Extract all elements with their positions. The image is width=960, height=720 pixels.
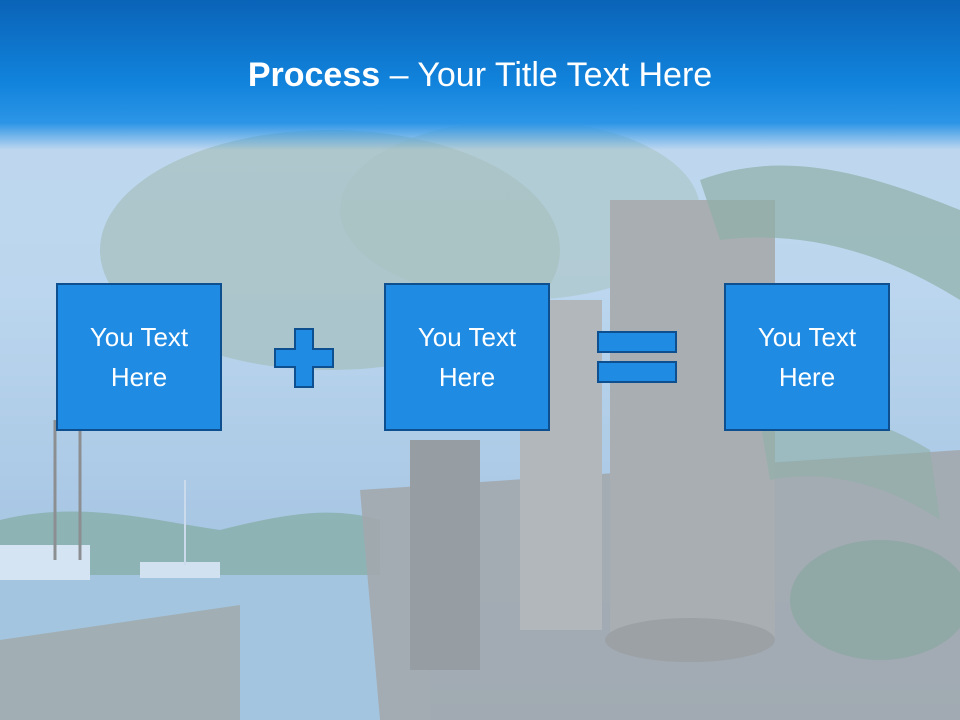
text-box-1[interactable]: You Text Here bbox=[56, 283, 222, 431]
plus-icon bbox=[274, 328, 334, 388]
text-box-3[interactable]: You Text Here bbox=[724, 283, 890, 431]
text-box-2-label: You Text Here bbox=[417, 322, 517, 392]
text-box-1-label: You Text Here bbox=[89, 322, 189, 392]
title-bold: Process bbox=[247, 56, 381, 94]
text-box-3-label: You Text Here bbox=[757, 322, 857, 392]
title-bar: Process – Your Title Text Here bbox=[0, 0, 960, 150]
text-box-2[interactable]: You Text Here bbox=[384, 283, 550, 431]
equals-icon bbox=[597, 331, 677, 383]
slide-title[interactable]: Process – Your Title Text Here bbox=[0, 52, 960, 98]
title-rest: – Your Title Text Here bbox=[380, 56, 713, 94]
